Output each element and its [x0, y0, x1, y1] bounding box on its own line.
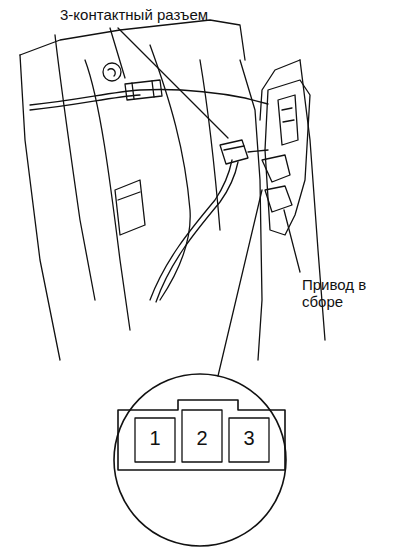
wire-clip	[125, 80, 162, 100]
panel-edge	[55, 35, 95, 300]
latch-frame	[278, 95, 298, 145]
pin-cell	[135, 418, 175, 462]
connector	[224, 146, 244, 150]
pin-cell	[229, 418, 269, 462]
wire	[156, 162, 238, 302]
wire	[248, 150, 268, 152]
panel-edge	[150, 45, 190, 300]
leader-line	[284, 210, 300, 272]
actuator	[265, 186, 292, 212]
leader-line	[218, 190, 262, 376]
pin-number: 1	[140, 427, 170, 450]
pin-number: 2	[187, 427, 217, 450]
bracket	[118, 192, 140, 200]
panel-edge	[200, 60, 220, 230]
panel-edge	[20, 55, 60, 360]
connector	[220, 140, 248, 164]
connector-face	[118, 400, 285, 470]
leader-line	[110, 28, 125, 78]
part-name: Привод в сборе	[302, 276, 392, 311]
door-edge	[260, 60, 300, 120]
pin-number: 3	[234, 427, 264, 450]
door-edge	[240, 60, 262, 360]
panel-edge	[20, 20, 245, 60]
panel-hole	[103, 63, 121, 81]
actuator	[262, 155, 290, 182]
latch-frame	[282, 108, 294, 122]
pin-cell	[182, 410, 222, 462]
wire	[30, 95, 140, 110]
leader-line	[118, 28, 228, 138]
zoom-circle	[114, 374, 286, 546]
bracket	[115, 180, 145, 235]
wire	[150, 160, 232, 300]
wire-clip	[132, 81, 154, 99]
part-name: 3-контактный разъем	[60, 6, 260, 23]
panel-edge	[85, 60, 130, 330]
panel-hole	[108, 69, 115, 76]
